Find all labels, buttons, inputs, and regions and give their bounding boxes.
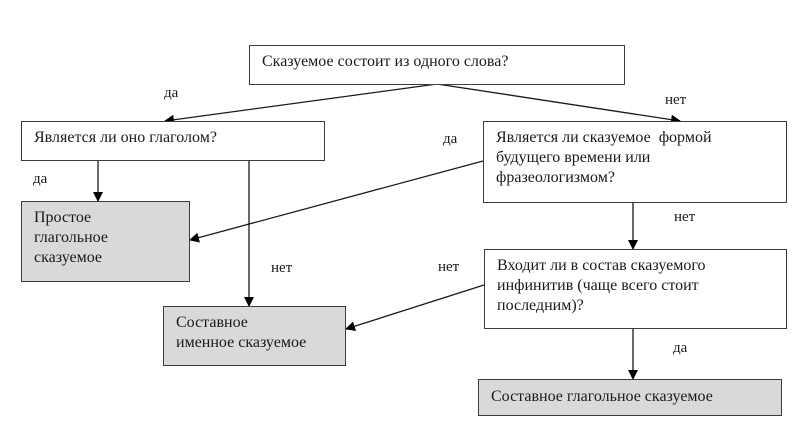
node-future-or-idiom: Является ли сказуемое формой будущего вр…	[483, 121, 787, 203]
node-has-infinitive: Входит ли в состав сказуемого инфинитив …	[484, 249, 787, 329]
edge-future-to-simple	[189, 160, 484, 243]
edge-label-root-yes: да	[162, 84, 181, 102]
edge-label-is-verb-yes: да	[31, 170, 50, 188]
edge-label-root-no: нет	[663, 91, 689, 109]
edge-infinitive-to-nominal	[345, 284, 485, 332]
edge-label-future-no: нет	[664, 208, 706, 226]
node-compound-verbal: Составное глагольное сказуемое	[478, 379, 782, 416]
edge-root-to-future	[436, 83, 681, 125]
edge-label-infinitive-yes: да	[671, 339, 690, 357]
node-compound-nominal: Составное именное сказуемое	[163, 306, 346, 366]
node-is-verb: Является ли оно глаголом?	[21, 121, 325, 161]
edge-label-future-yes: да	[441, 130, 460, 148]
edge-label-infinitive-no: нет	[436, 258, 462, 276]
edge-root-to-is-verb	[164, 83, 438, 125]
edge-label-is-verb-no: нет	[269, 259, 295, 277]
node-root: Сказуемое состоит из одного слова?	[249, 45, 625, 85]
node-simple-verbal: Простое глагольное сказуемое	[21, 201, 190, 282]
